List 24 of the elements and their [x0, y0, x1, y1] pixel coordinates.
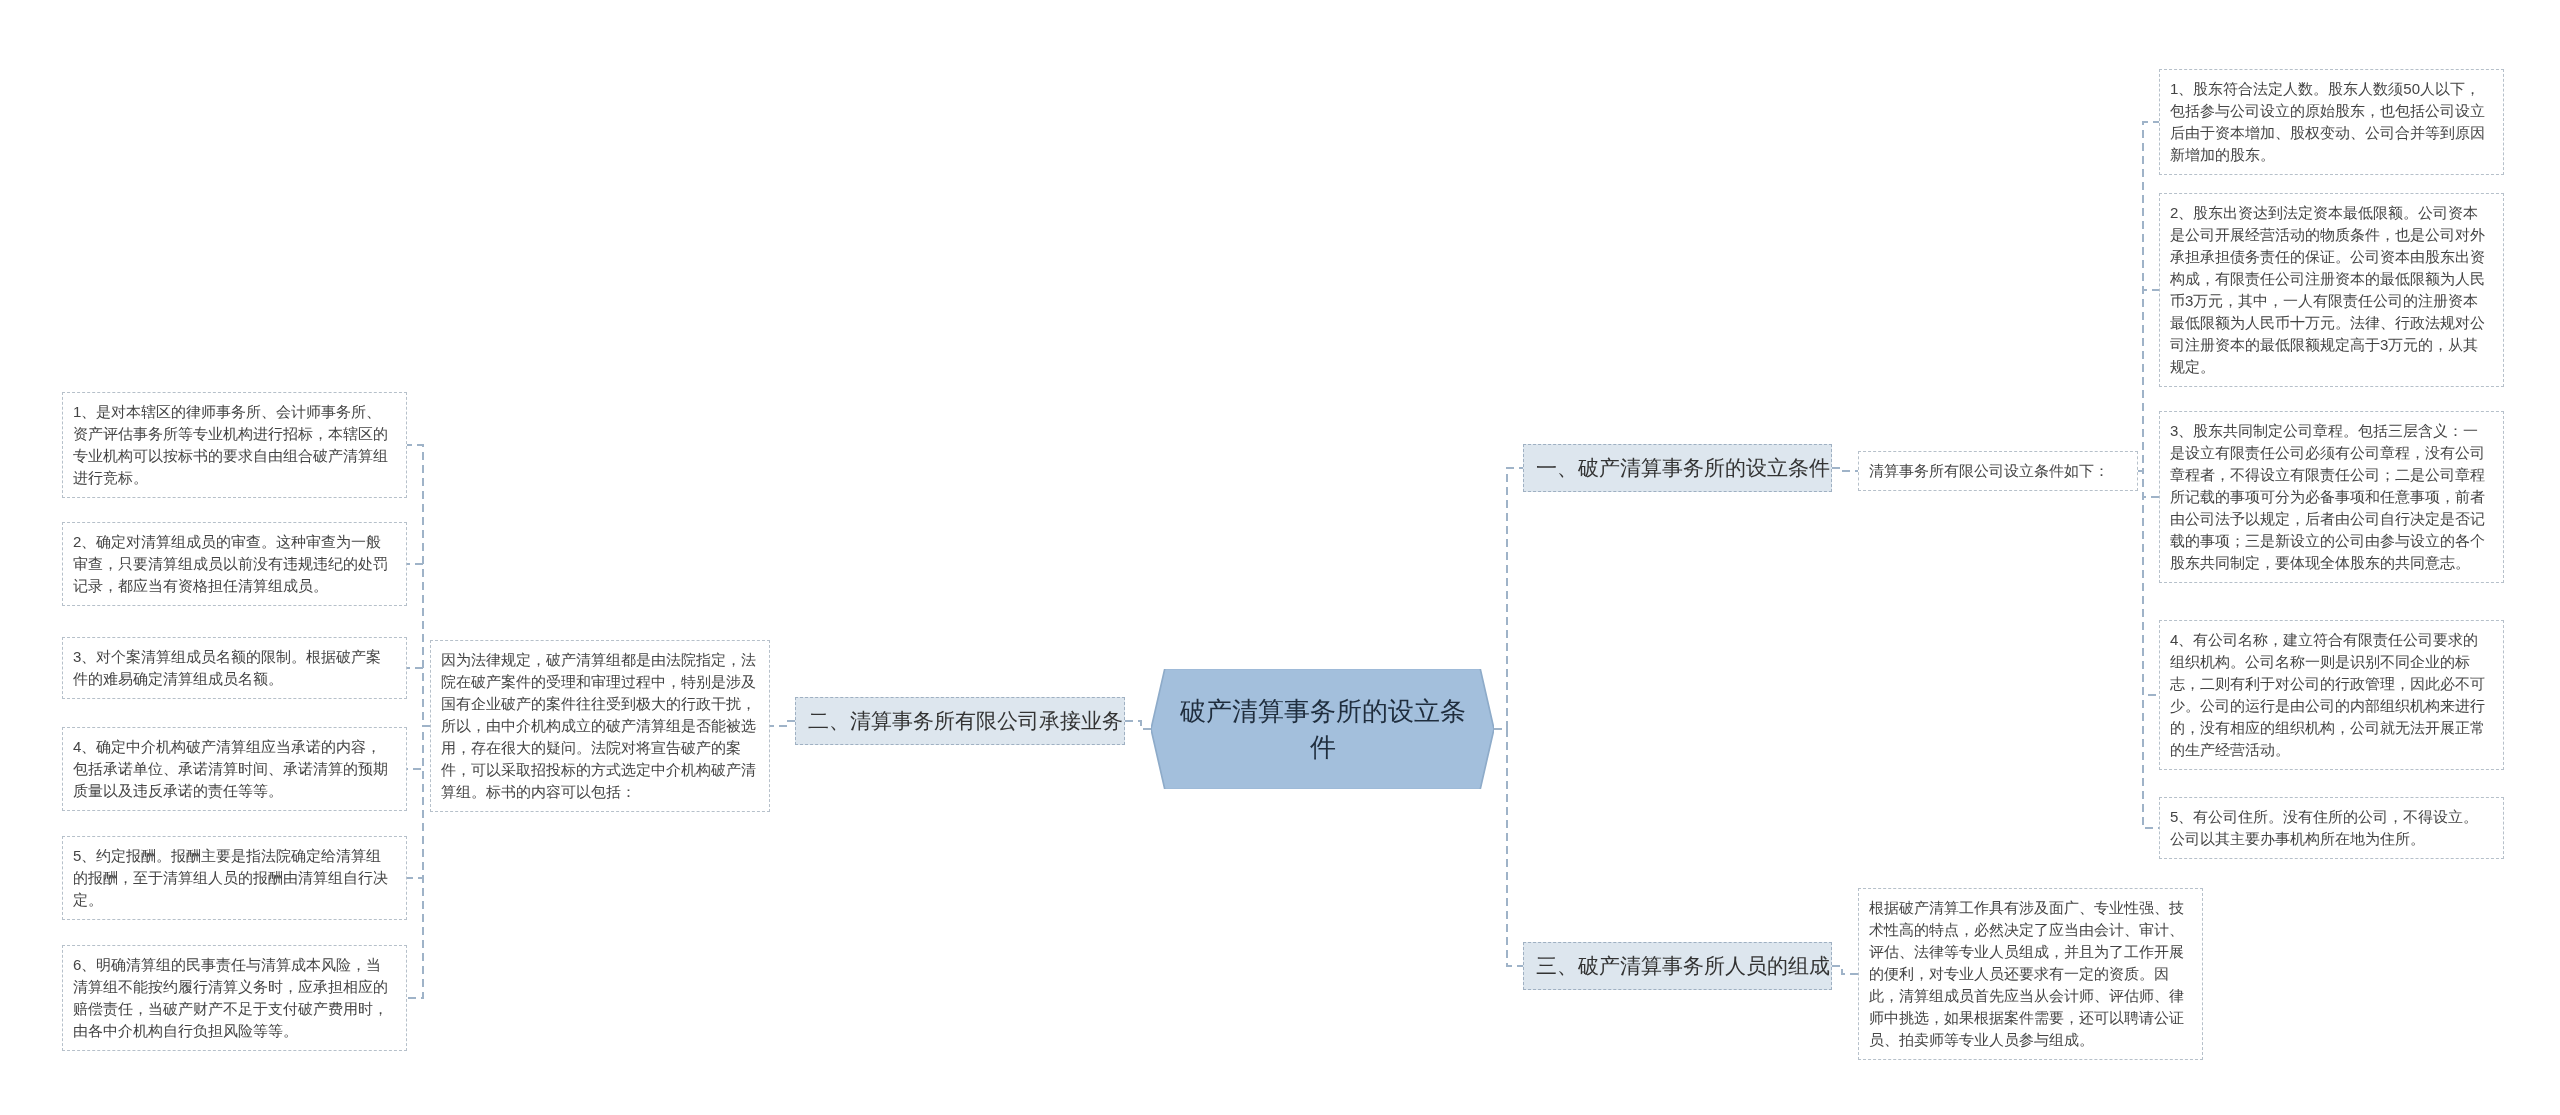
connector-line — [1831, 965, 1859, 975]
note-box: 1、股东符合法定人数。股东人数须50人以下，包括参与公司设立的原始股东，也包括公司设立后由于资本增加、股权变动、公司合并等到原因新增加的股东。 — [2159, 69, 2504, 175]
note-box: 因为法律规定，破产清算组都是由法院指定，法院在破产案件的受理和审理过程中，特别是涉及国有企业破产的案件往往受到极大的行政干扰，所以，由中介机构成立的破产清算组是否能被选用，存在很大的疑问。法院对将宣告破产的案件，可以采取招投标的方式选定中介机构破产清算组。标书的内容可以包括： — [430, 640, 770, 812]
note-box: 3、股东共同制定公司章程。包括三层含义：一是设立有限责任公司必须有公司章程，没有公司章程者，不得设立有限责任公司；二是公司章程所记载的事项可分为必备事项和任意事项，前者由公司法予以规定，后者由公司自行决定是否记载的事项；三是新设立的公司由参与设立的各个股东共同制定，要体现全体股东的共同意志。 — [2159, 411, 2504, 583]
note-box: 1、是对本辖区的律师事务所、会计师事务所、资产评估事务所等专业机构进行招标，本辖区的专业机构可以按标书的要求自由组合破产清算组进行竞标。 — [62, 392, 407, 498]
topic-box: 一、破产清算事务所的设立条件 — [1523, 444, 1832, 492]
topic-box: 三、破产清算事务所人员的组成 — [1523, 942, 1832, 990]
note-box: 2、确定对清算组成员的审查。这种审查为一般审查，只要清算组成员以前没有违规违纪的处罚记录，都应当有资格担任清算组成员。 — [62, 522, 407, 606]
note-box: 4、有公司名称，建立符合有限责任公司要求的组织机构。公司名称一则是识别不同企业的标志，二则有利于对公司的行政管理，因此必不可少。公司的运行是由公司的内部组织机构来进行的，没有相应的组织机构，公司就无法开展正常的生产经营活动。 — [2159, 620, 2504, 770]
connector-line — [1124, 720, 1152, 730]
note-box: 清算事务所有限公司设立条件如下： — [1858, 451, 2138, 491]
connector-line — [406, 725, 431, 999]
note-box: 6、明确清算组的民事责任与清算成本风险，当清算组不能按约履行清算义务时，应承担相应的赔偿责任，当破产财产不足于支付破产费用时，由各中介机构自行负担风险等等。 — [62, 945, 407, 1051]
central-topic: 破产清算事务所的设立条件 — [1151, 669, 1494, 789]
note-box: 3、对个案清算组成员名额的限制。根据破产案件的难易确定清算组成员名额。 — [62, 637, 407, 699]
note-box: 5、约定报酬。报酬主要是指法院确定给清算组的报酬，至于清算组人员的报酬由清算组自行决定。 — [62, 836, 407, 920]
connector-line — [1493, 728, 1524, 967]
connector-line — [769, 720, 796, 727]
note-box: 根据破产清算工作具有涉及面广、专业性强、技术性高的特点，必然决定了应当由会计、审计、评估、法律等专业人员组成，并且为了工作开展的便利，对专业人员还要求有一定的资质。因此，清算组成员首先应当从会计师、评估师、律师中挑选，如果根据案件需要，还可以聘请公证员、拍卖师等专业人员参与组成。 — [1858, 888, 2203, 1060]
topic-box: 二、清算事务所有限公司承接业务 — [795, 697, 1125, 745]
note-box: 5、有公司住所。没有住所的公司，不得设立。公司以其主要办事机构所在地为住所。 — [2159, 797, 2504, 859]
connector-line — [1831, 467, 1859, 472]
note-box: 4、确定中介机构破产清算组应当承诺的内容，包括承诺单位、承诺清算时间、承诺清算的预期质量以及违反承诺的责任等等。 — [62, 727, 407, 811]
note-box: 2、股东出资达到法定资本最低限额。公司资本是公司开展经营活动的物质条件，也是公司对外承担承担债务责任的保证。公司资本由股东出资构成，有限责任公司注册资本的最低限额为人民币3万元，其中，一人有限责任公司的注册资本最低限额为人民币十万元。法律、行政法规对公司注册资本的最低限额规定高于3万元的，从其规定。 — [2159, 193, 2504, 387]
